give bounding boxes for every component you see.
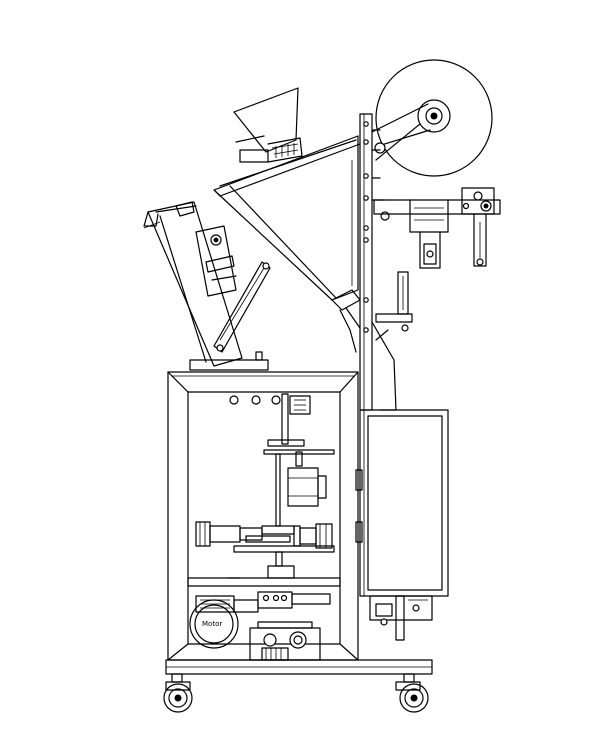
left-caster <box>163 681 193 713</box>
right-caster <box>395 681 429 713</box>
top-hopper <box>233 87 303 163</box>
film-tension-arm <box>373 187 501 269</box>
forming-collar <box>371 271 413 411</box>
middle-drive <box>187 521 341 587</box>
film-roll <box>371 59 493 177</box>
inclined-conveyor <box>143 201 271 371</box>
machine-column <box>359 113 390 411</box>
upper-mechanism <box>229 393 335 527</box>
drive-motor: Motor <box>189 591 331 649</box>
motor-badge: Motor <box>202 620 222 628</box>
base-rail <box>165 659 433 683</box>
gearbox <box>249 621 321 661</box>
dosing-funnel <box>213 135 361 353</box>
control-box <box>355 409 449 641</box>
